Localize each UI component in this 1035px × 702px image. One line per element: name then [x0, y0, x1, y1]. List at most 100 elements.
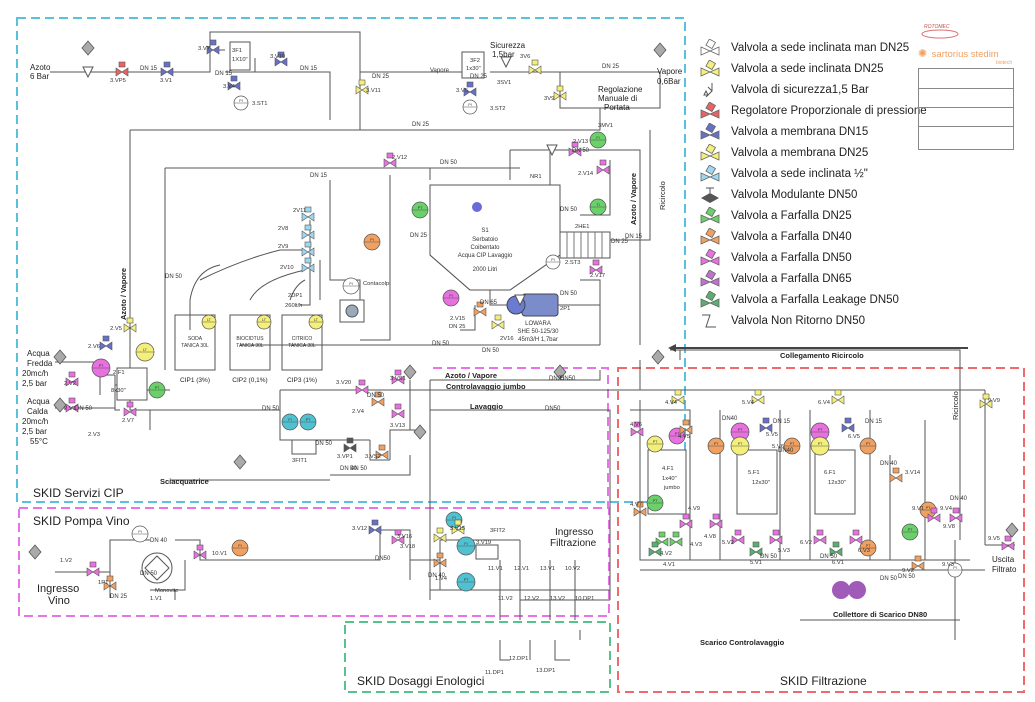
equipment-tag: 9.V3: [942, 562, 954, 568]
equipment-tag: 12.DP1: [509, 656, 528, 662]
valve-icon[interactable]: [669, 531, 683, 547]
skid-dosaggi-border: [344, 621, 611, 693]
valve-icon[interactable]: [831, 389, 845, 405]
valve-icon[interactable]: [473, 301, 487, 317]
valve-icon[interactable]: [301, 206, 315, 222]
valve-icon[interactable]: [301, 224, 315, 240]
valve-icon[interactable]: [463, 81, 477, 97]
svg-text:PI: PI: [551, 258, 554, 262]
valve-icon[interactable]: [553, 85, 567, 101]
valve-icon[interactable]: [671, 389, 685, 405]
valve-icon[interactable]: [123, 317, 137, 333]
valve-icon[interactable]: [911, 555, 925, 571]
valve-icon[interactable]: [391, 529, 405, 545]
valve-icon[interactable]: [193, 544, 207, 560]
valve-icon[interactable]: [949, 507, 963, 523]
valve-icon[interactable]: [274, 51, 288, 67]
pipe-size-label: DN 15: [140, 66, 158, 72]
equipment-tag: 2.V14: [578, 171, 594, 177]
valve-icon[interactable]: [769, 529, 783, 545]
valve-icon[interactable]: [1001, 535, 1015, 551]
valve-icon[interactable]: [751, 389, 765, 405]
valve-icon[interactable]: [648, 541, 662, 557]
equipment-tag: 6.V4: [818, 400, 831, 406]
valve-icon[interactable]: [301, 241, 315, 257]
valve-icon[interactable]: [123, 401, 137, 417]
svg-text:Coibentato: Coibentato: [470, 245, 500, 251]
inlet-labels: Azoto 6 Bar Acqua Fredda 20mc/h 2,5 bar …: [22, 41, 1017, 574]
valve-icon[interactable]: [841, 417, 855, 433]
valve-icon[interactable]: [813, 529, 827, 545]
svg-text:2,5 bar: 2,5 bar: [22, 427, 47, 436]
pipe-size-label: DN 50: [350, 466, 368, 472]
non-return-valve-icon[interactable]: [82, 66, 94, 79]
equipment-tag: 260lt/h: [285, 303, 302, 309]
svg-text:Vapore: Vapore: [657, 67, 683, 76]
valve-icon[interactable]: [528, 59, 542, 75]
valve-icon[interactable]: [849, 529, 863, 545]
equipment-tag: 2.V1: [64, 406, 76, 412]
equipment-tag: 12x30": [828, 480, 846, 486]
equipment-tag: 2V8: [278, 226, 288, 232]
valve-icon[interactable]: [103, 575, 117, 591]
valve-icon[interactable]: [227, 75, 241, 91]
non-return-valve-icon[interactable]: [500, 56, 512, 69]
valve-icon[interactable]: [355, 79, 369, 95]
valve-icon[interactable]: [433, 552, 447, 568]
svg-text:2000 Litri: 2000 Litri: [473, 267, 498, 273]
valve-icon[interactable]: [368, 519, 382, 535]
legend-row: Valvola a Farfalla Leakage DN50: [698, 290, 899, 310]
instrument-gauge: PT: [810, 436, 830, 456]
svg-text:PT: PT: [866, 544, 871, 548]
valve-icon[interactable]: [160, 61, 174, 77]
valve-icon[interactable]: [679, 513, 693, 529]
equipment-tag: 4.F1: [662, 466, 674, 472]
valve-icon[interactable]: [65, 371, 79, 387]
valve-manual-inclined-icon: [700, 39, 720, 56]
valve-icon[interactable]: [749, 541, 763, 557]
filter-2f1: [116, 367, 148, 401]
pipe-size-label: DN 50: [760, 554, 778, 560]
legend-label: Valvola a sede inclinata ½": [731, 168, 868, 180]
valve-icon[interactable]: [99, 335, 113, 351]
pipe-size-label: DN50: [560, 376, 576, 382]
non-return-valve-icon[interactable]: [546, 144, 558, 157]
valve-icon[interactable]: [206, 39, 220, 55]
valve-icon[interactable]: [86, 561, 100, 577]
valve-icon[interactable]: [383, 152, 397, 168]
non-return-valve-icon[interactable]: [514, 294, 526, 307]
valve-icon[interactable]: [391, 403, 405, 419]
valve-icon[interactable]: [596, 159, 610, 175]
valve-icon[interactable]: [568, 141, 582, 157]
valve-icon[interactable]: [979, 393, 993, 409]
valve-icon[interactable]: [433, 527, 447, 543]
instrument-gauge: PI: [233, 95, 249, 111]
valve-icon[interactable]: [301, 257, 315, 273]
valve-icon[interactable]: [491, 314, 505, 330]
instrument-gauge: FI: [589, 131, 607, 149]
svg-text:PI: PI: [239, 99, 242, 103]
valve-icon[interactable]: [633, 501, 647, 517]
valve-icon[interactable]: [65, 397, 79, 413]
valve-icon[interactable]: [589, 259, 603, 275]
valve-icon[interactable]: [759, 417, 773, 433]
butterfly-leakage-icon: [700, 291, 720, 308]
valve-icon[interactable]: [375, 444, 389, 460]
valve-icon[interactable]: [371, 391, 385, 407]
valve-icon[interactable]: [343, 437, 357, 453]
valve-icon[interactable]: [927, 507, 941, 523]
valve-icon[interactable]: [115, 61, 129, 77]
filter-6f1: [814, 449, 856, 515]
valve-icon[interactable]: [630, 421, 644, 437]
valve-icon[interactable]: [889, 467, 903, 483]
valve-icon[interactable]: [391, 369, 405, 385]
valve-icon[interactable]: [355, 379, 369, 395]
valve-icon[interactable]: [829, 541, 843, 557]
equipment-tag: jumbo: [663, 485, 680, 491]
valve-icon[interactable]: [679, 419, 693, 435]
equipment-tag: 4.V5: [678, 434, 690, 440]
valve-icon[interactable]: [451, 519, 465, 535]
valve-icon[interactable]: [731, 529, 745, 545]
equipment-tag: 1X10": [232, 57, 248, 63]
valve-icon[interactable]: [709, 513, 723, 529]
